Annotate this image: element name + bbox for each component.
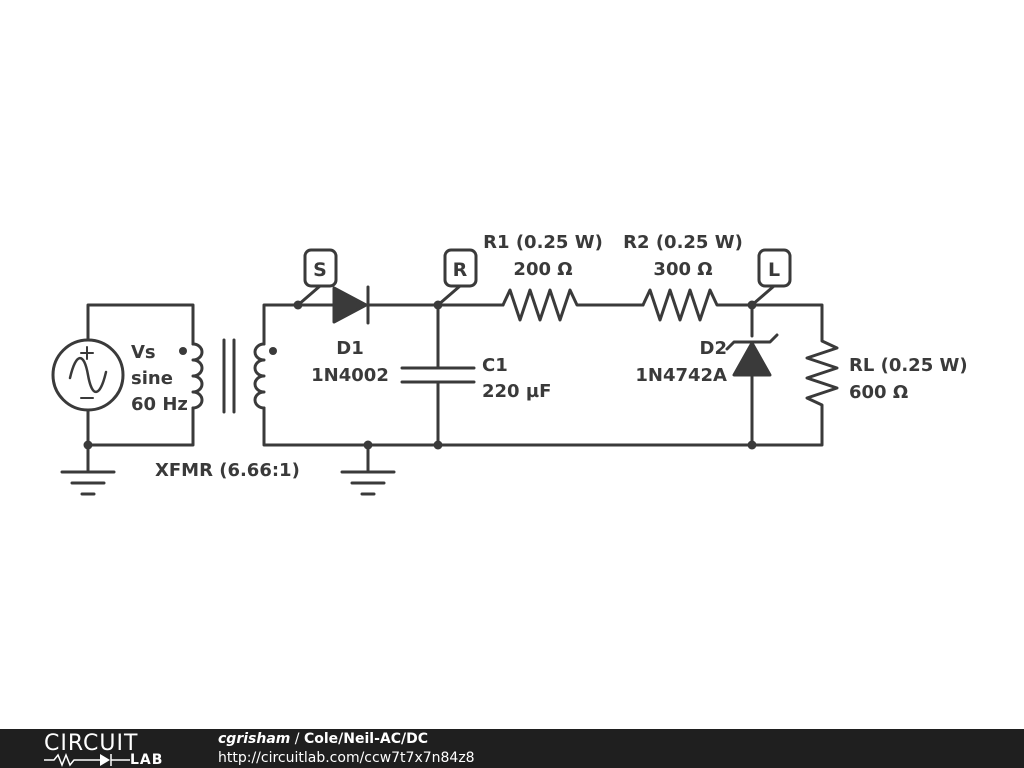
zener-diode-d2[interactable] bbox=[725, 333, 779, 377]
meta-separator: / bbox=[290, 731, 304, 747]
diode-d1[interactable] bbox=[332, 285, 370, 325]
ground-circuit bbox=[340, 470, 396, 496]
d2-part: 1N4742A bbox=[635, 365, 727, 386]
rl-name: RL (0.25 W) bbox=[849, 355, 968, 376]
probe-s-label: S bbox=[313, 259, 327, 281]
r1-value: 200 Ω bbox=[513, 259, 572, 280]
probe-r-box[interactable] bbox=[443, 248, 478, 288]
probe-r-label: R bbox=[453, 259, 468, 281]
xfmr-primary-dot bbox=[179, 347, 187, 355]
r2-name: R2 (0.25 W) bbox=[623, 232, 743, 253]
xfmr-label: XFMR (6.66:1) bbox=[155, 460, 300, 481]
d1-name: D1 bbox=[336, 338, 363, 359]
schematic-canvas: S R L Vs sine 60 Hz XFMR (6.66:1) D1 1N4… bbox=[51, 232, 968, 496]
circuit-title-link[interactable]: Cole/Neil-AC/DC bbox=[303, 731, 429, 747]
circuitlab-logo[interactable]: CIRCUIT LAB bbox=[40, 731, 190, 768]
r1-name: R1 (0.25 W) bbox=[483, 232, 603, 253]
capacitor-c1[interactable] bbox=[400, 366, 476, 384]
ground-source bbox=[60, 470, 116, 496]
probe-l-label: L bbox=[768, 259, 780, 281]
c1-value: 220 µF bbox=[482, 381, 551, 402]
probe-l-box[interactable] bbox=[757, 248, 792, 288]
logo-text-bottom: LAB bbox=[130, 752, 164, 768]
resistor-r1[interactable] bbox=[501, 288, 584, 322]
logo-text-top: CIRCUIT bbox=[44, 731, 139, 756]
voltage-source-vs[interactable] bbox=[51, 338, 125, 412]
rl-value: 600 Ω bbox=[849, 382, 908, 403]
d1-part: 1N4002 bbox=[311, 365, 389, 386]
xfmr-secondary-dot bbox=[269, 347, 277, 355]
probe-leaders bbox=[296, 284, 776, 307]
author-link[interactable]: cgrisham bbox=[218, 731, 291, 747]
d2-name: D2 bbox=[700, 338, 727, 359]
logo-diode-wave-icon bbox=[44, 753, 130, 767]
circuit-meta: cgrisham / Cole/Neil-AC/DC bbox=[218, 731, 428, 747]
footer-bar: CIRCUIT LAB cgrisham / Cole/Neil-AC/DC h… bbox=[0, 729, 1024, 768]
junction-dots bbox=[83, 300, 757, 450]
r2-value: 300 Ω bbox=[653, 259, 712, 280]
probe-s-box[interactable] bbox=[303, 248, 338, 288]
vs-name: Vs bbox=[131, 342, 156, 363]
vs-frequency: 60 Hz bbox=[131, 394, 188, 415]
vs-type: sine bbox=[131, 368, 173, 389]
main-wires bbox=[262, 303, 824, 472]
c1-name: C1 bbox=[482, 355, 508, 376]
resistor-r2[interactable] bbox=[641, 288, 724, 322]
circuit-url[interactable]: http://circuitlab.com/ccw7t7x7n84z8 bbox=[218, 750, 475, 766]
resistor-rl[interactable] bbox=[805, 334, 839, 416]
transformer-xfmr[interactable] bbox=[191, 338, 266, 414]
